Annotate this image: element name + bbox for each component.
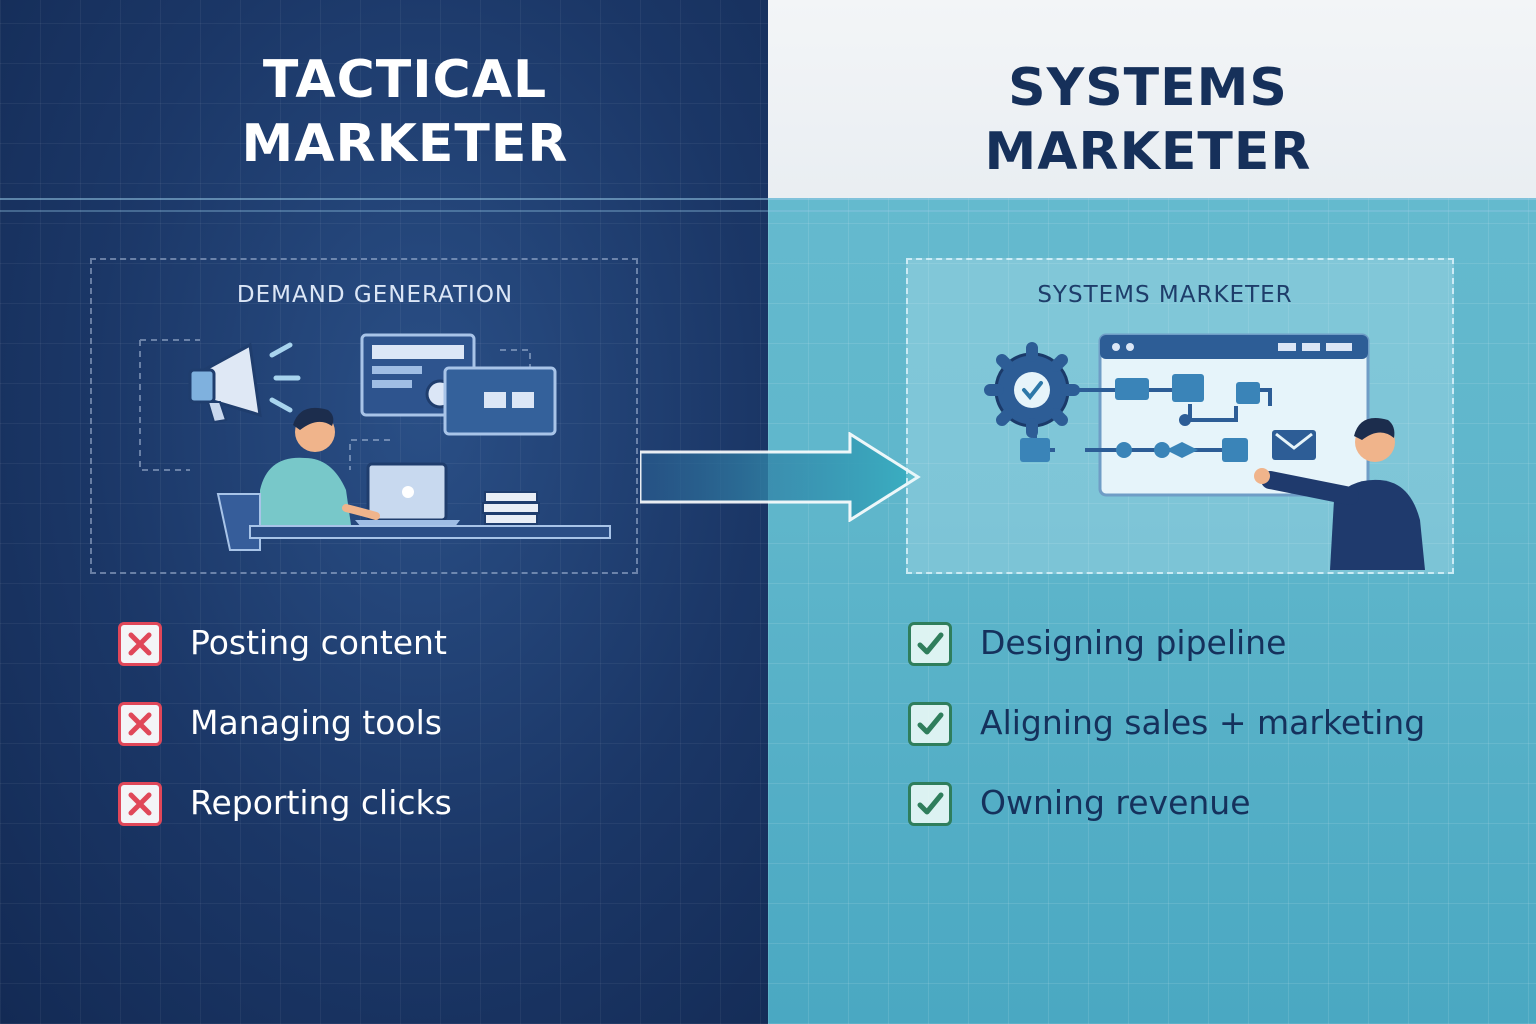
systems-title-line1: SYSTEMS: [1008, 58, 1288, 118]
systems-title: SYSTEMS MARKETER: [868, 56, 1428, 184]
demand-generation-frame: [90, 258, 638, 574]
systems-title-line2: MARKETER: [984, 122, 1312, 182]
office-chair: [216, 493, 261, 551]
gear-icon: [984, 342, 1080, 438]
list-item-label: Owning revenue: [980, 783, 1251, 822]
checkmark-icon: [908, 782, 952, 826]
header-divider-thin: [0, 210, 1536, 212]
list-item-label: Aligning sales + marketing: [980, 703, 1426, 742]
list-item-label: Posting content: [190, 623, 447, 662]
list-item-label: Reporting clicks: [190, 783, 452, 822]
checkmark-icon: [908, 702, 952, 746]
tactical-marketer-illustration: [139, 333, 611, 551]
header-divider: [0, 198, 1536, 200]
cross-icon: [118, 702, 162, 746]
checkmark-icon: [908, 622, 952, 666]
tactical-title-line2: MARKETER: [241, 114, 569, 174]
megaphone-icon: [188, 342, 301, 424]
list-item-label: Designing pipeline: [980, 623, 1287, 662]
tactical-title-line1: TACTICAL: [262, 50, 548, 110]
cross-icon: [118, 782, 162, 826]
systems-marketer-illustration: [984, 333, 1425, 570]
systems-header-band: [768, 0, 1536, 198]
cross-icon: [118, 622, 162, 666]
demand-generation-caption: DEMAND GENERATION: [236, 282, 514, 308]
tactical-title: TACTICAL MARKETER: [100, 48, 710, 176]
list-item-label: Managing tools: [190, 703, 442, 742]
systems-marketer-caption: SYSTEMS MARKETER: [1037, 282, 1293, 308]
desk: [249, 525, 611, 539]
arrow-right-icon: [640, 432, 921, 522]
email-icon: [1272, 430, 1316, 460]
